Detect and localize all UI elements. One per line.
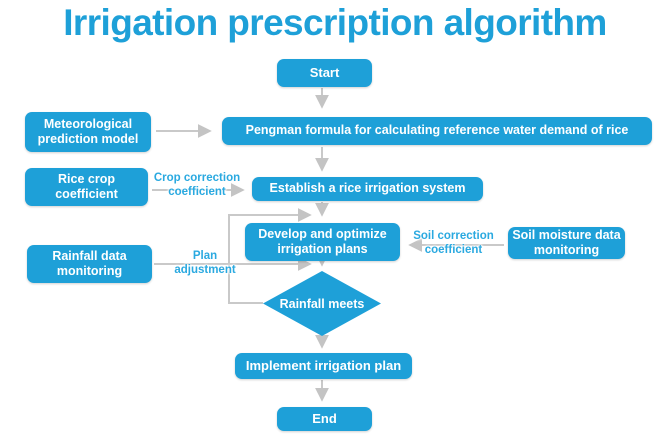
node-pengman-formula: Pengman formula for calculating referenc…: [222, 117, 652, 145]
node-implement-irrigation-plan: Implement irrigation plan: [235, 353, 412, 379]
node-start: Start: [277, 59, 372, 87]
edge-label-plan-adjustment: Plan adjustment: [174, 250, 236, 277]
node-establish-irrigation-system: Establish a rice irrigation system: [252, 177, 483, 201]
node-end: End: [277, 407, 372, 431]
node-rice-crop-coefficient: Rice crop coefficient: [25, 168, 148, 206]
edge-label-soil-correction: Soil correction coefficient: [413, 230, 494, 257]
node-rainfall-data-monitoring: Rainfall data monitoring: [27, 245, 152, 283]
node-meteorological-prediction-model: Meteorological prediction model: [25, 112, 151, 152]
page-title: Irrigation prescription algorithm: [63, 2, 607, 43]
node-develop-optimize-plans: Develop and optimize irrigation plans: [245, 223, 400, 261]
edge-label-crop-correction: Crop correction coefficient: [153, 172, 241, 199]
node-soil-moisture-monitoring: Soil moisture data monitoring: [508, 227, 625, 259]
arrow-feedback-loop: [228, 208, 312, 304]
